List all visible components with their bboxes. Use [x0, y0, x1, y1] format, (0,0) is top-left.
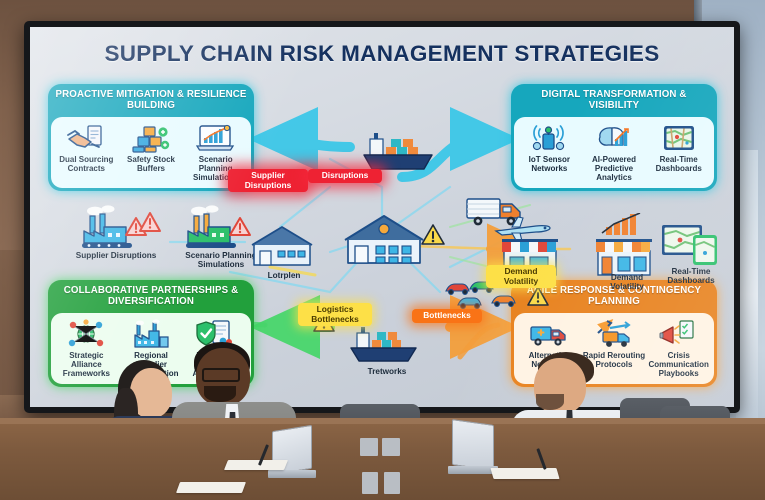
laptop-base [268, 470, 316, 478]
globe-network-people-icon [66, 319, 106, 349]
diagram-node-warehouse-left[interactable]: Lotrplen [248, 223, 320, 280]
panel-item-label: Dual Sourcing Contracts [59, 154, 114, 174]
paper-document-right[interactable] [490, 468, 560, 479]
beard [204, 386, 236, 402]
delivery-truck-icon [529, 319, 569, 349]
container-ship-icon [350, 327, 417, 362]
window-glass-pane-right [736, 150, 758, 440]
conference-table[interactable] [0, 424, 765, 500]
paper-document-left[interactable] [175, 482, 247, 493]
panel-item-label: Rapid Rerouting Protocols [582, 350, 646, 370]
diagram-node-truck[interactable] [464, 195, 530, 234]
risk-label-demand-volatility[interactable]: Demand Volatility [486, 265, 556, 289]
megaphone-checklist-icon [659, 319, 699, 349]
beard [536, 394, 564, 410]
panel-item-scenario-planning[interactable]: Scenario Planning Simulations [184, 123, 247, 183]
brain-analytics-icon [594, 123, 634, 153]
laptop-screen [452, 419, 494, 471]
risk-label-bottlenecks[interactable]: Bottlenecks [412, 309, 482, 323]
stacked-boxes-icon [131, 123, 171, 153]
panel-header-collaborative: COLLABORATIVE PARTNERSHIPS & DIVERSIFICA… [63, 285, 239, 308]
panel-item-safety-stock[interactable]: Safety Stock Buffers [120, 123, 183, 174]
diagram-node-store-right[interactable]: Demand Volatility [592, 212, 662, 291]
table-port-left[interactable] [360, 438, 378, 456]
diagram-node-label: Real-Time Dashboards [667, 267, 715, 286]
risk-label-disruptions[interactable]: Disruptions [308, 169, 382, 183]
panel-header-proactive: PROACTIVE MITIGATION & RESILIENCE BUILDI… [55, 89, 247, 112]
panel-item-label: Strategic Alliance Frameworks [62, 350, 110, 379]
panel-item-crisis-communication[interactable]: Crisis Communication Playbooks [647, 319, 710, 379]
warehouse-icon [344, 215, 424, 264]
panel-item-iot-sensor[interactable]: IoT Sensor Networks [518, 123, 581, 174]
panel-item-dual-sourcing[interactable]: Dual Sourcing Contracts [55, 123, 118, 174]
shield-document-icon [196, 319, 236, 349]
panel-item-strategic-alliance[interactable]: Strategic Alliance Frameworks [55, 319, 118, 379]
table-cable-slot-right[interactable] [384, 472, 400, 494]
table-port-right[interactable] [382, 438, 400, 456]
diagram-node-label: Lotrplen [267, 271, 301, 280]
risk-label-logistics-bottlenecks[interactable]: Logistics Bottlenecks [298, 303, 372, 327]
panel-item-label: Scenario Planning Simulations [193, 154, 239, 183]
panel-item-label: Crisis Communication Playbooks [648, 350, 709, 379]
factory-icon [82, 205, 147, 248]
dashboard-icon [662, 225, 717, 265]
delivery-truck-icon [466, 198, 521, 226]
storefront-growth-icon [596, 212, 652, 276]
factory-icon [186, 205, 251, 248]
diagram-node-label: Tretworks [367, 367, 407, 376]
warehouse-icon [251, 226, 313, 266]
diagram-node-traffic-cars [444, 273, 524, 314]
handshake-contract-icon [66, 123, 106, 153]
laptop-base [448, 466, 498, 474]
factories-icon [131, 319, 171, 349]
panel-item-label: Real-Time Dashboards [655, 154, 702, 174]
panel-header-agile: AGILE RESPONSE & CONTINGENCY PLANNING [526, 285, 702, 308]
diagram-node-central-hub[interactable] [340, 213, 432, 276]
panel-item-label: Safety Stock Buffers [126, 154, 176, 174]
table-cable-slot-left[interactable] [362, 472, 378, 494]
diagram-node-supplier-factory[interactable]: Supplier Disruptions [76, 205, 156, 260]
diagram-node-ship-top[interactable] [360, 131, 440, 182]
eyeglasses [202, 368, 240, 382]
page-title: SUPPLY CHAIN RISK MANAGEMENT STRATEGIES [104, 41, 660, 66]
laptop-chart-icon [195, 123, 236, 153]
panel-item-label: AI-Powered Predictive Analytics [592, 154, 637, 183]
table-edge [0, 418, 765, 426]
panel-digital-transformation[interactable]: DIGITAL TRANSFORMATION & VISIBILITY [511, 84, 717, 191]
diagram-node-label: Supplier Disruptions [75, 251, 157, 260]
panel-item-realtime-dashboards[interactable]: Real-Time Dashboards [647, 123, 710, 174]
diagram-node-label: Demand Volatility [610, 273, 644, 292]
panel-proactive-mitigation[interactable]: PROACTIVE MITIGATION & RESILIENCE BUILDI… [48, 84, 254, 191]
diagram-node-dashboards[interactable]: Real-Time Dashboards [660, 223, 722, 285]
presentation-screen[interactable]: SUPPLY CHAIN RISK MANAGEMENT STRATEGIES [30, 27, 734, 407]
sensor-signal-icon [529, 123, 569, 153]
paper-document-center[interactable] [223, 460, 289, 470]
rerouting-arrows-truck-icon [594, 318, 634, 349]
container-ship-icon [363, 133, 433, 170]
warning-triangle-icon [138, 211, 162, 238]
cars-icon [445, 281, 516, 309]
diagram-node-scenario-factory[interactable]: Scenario Planning Simulations [182, 205, 257, 269]
panel-body-digital: IoT Sensor Networks AI-Powered Predictiv… [514, 116, 714, 188]
panel-item-ai-analytics[interactable]: AI-Powered Predictive Analytics [583, 123, 646, 183]
diagram-node-label: Scenario Planning Simulations [185, 251, 257, 270]
panel-body-proactive: Dual Sourcing Contracts [51, 116, 251, 188]
diagram-node-ship-bottom[interactable]: Tretworks [348, 325, 424, 376]
panel-header-digital: DIGITAL TRANSFORMATION & VISIBILITY [541, 89, 687, 112]
risk-label-supplier-disruptions[interactable]: Supplier Disruptions [228, 169, 308, 193]
warning-triangle-icon [420, 223, 446, 252]
dashboard-map-icon [659, 123, 699, 153]
warning-triangle-icon [526, 285, 550, 312]
panel-item-label: IoT Sensor Networks [528, 154, 570, 174]
panel-item-rapid-rerouting[interactable]: Rapid Rerouting Protocols [582, 318, 646, 370]
